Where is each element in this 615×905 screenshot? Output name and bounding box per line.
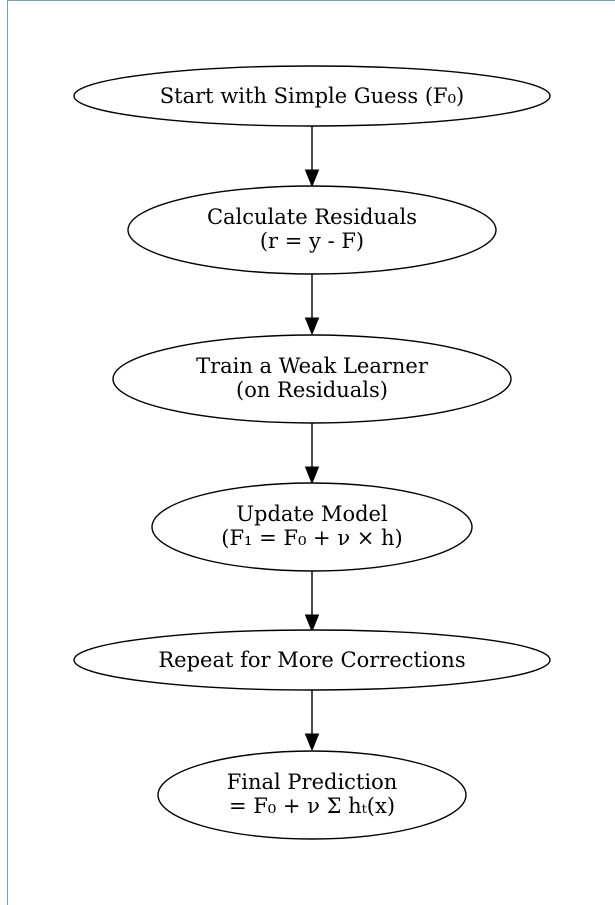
node-final-formula: = F₀ + ν Σ hₜ(x) — [229, 794, 395, 818]
node-final: Final Prediction = F₀ + ν Σ hₜ(x) — [157, 750, 467, 840]
node-weak-learner-note: (on Residuals) — [236, 378, 388, 402]
edge-residuals-to-weak-learner — [304, 274, 320, 336]
edge-weak-learner-to-update — [304, 423, 320, 485]
node-final-title: Final Prediction — [227, 770, 398, 794]
node-residuals-formula: (r = y - F) — [260, 229, 364, 253]
node-start-label: Start with Simple Guess (F₀) — [160, 84, 464, 108]
node-weak-learner-title: Train a Weak Learner — [196, 354, 429, 378]
node-update-shape — [151, 482, 473, 572]
frame-border-top — [7, 0, 615, 1]
edge-update-to-repeat — [304, 571, 320, 633]
node-final-shape — [157, 750, 467, 840]
node-start: Start with Simple Guess (F₀) — [73, 65, 551, 127]
edge-repeat-to-final — [304, 690, 320, 752]
node-update-formula: (F₁ = F₀ + ν × h) — [221, 526, 403, 550]
node-residuals-title: Calculate Residuals — [207, 205, 417, 229]
node-repeat-shape — [73, 629, 551, 691]
edge-start-to-residuals — [304, 126, 320, 188]
node-repeat: Repeat for More Corrections — [73, 629, 551, 691]
node-residuals: Calculate Residuals (r = y - F) — [127, 185, 497, 275]
node-weak-learner: Train a Weak Learner (on Residuals) — [112, 334, 512, 424]
node-start-shape — [73, 65, 551, 127]
frame-border-left — [7, 0, 8, 905]
node-update-title: Update Model — [236, 502, 388, 526]
node-weak-learner-shape — [112, 334, 512, 424]
node-residuals-shape — [127, 185, 497, 275]
node-update: Update Model (F₁ = F₀ + ν × h) — [151, 482, 473, 572]
node-repeat-label: Repeat for More Corrections — [158, 648, 465, 672]
